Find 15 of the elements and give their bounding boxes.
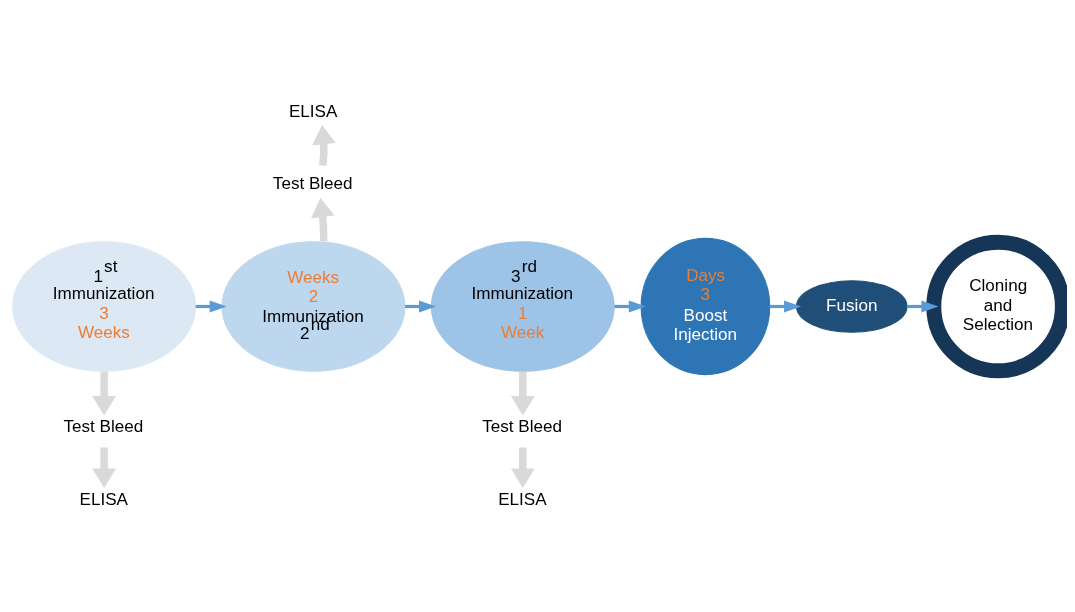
arrow xyxy=(92,446,117,488)
arrow xyxy=(312,124,336,166)
node-text: ELISA xyxy=(498,489,547,509)
node-text: ELISA xyxy=(288,101,338,121)
node-circle: Cloning and Selection xyxy=(926,234,1067,378)
node-text: Test Bleed xyxy=(63,416,144,436)
arrow xyxy=(311,197,335,242)
arrow xyxy=(92,371,117,416)
node-ellipse: Fusion xyxy=(795,279,908,333)
node-text: Test Bleed xyxy=(272,173,353,193)
arrow xyxy=(510,446,535,488)
node-text: ELISA xyxy=(79,489,128,509)
arrow xyxy=(510,371,535,416)
node-circle: Days 3 Boost Injection xyxy=(640,237,771,375)
node-text: Test Bleed xyxy=(482,416,562,436)
